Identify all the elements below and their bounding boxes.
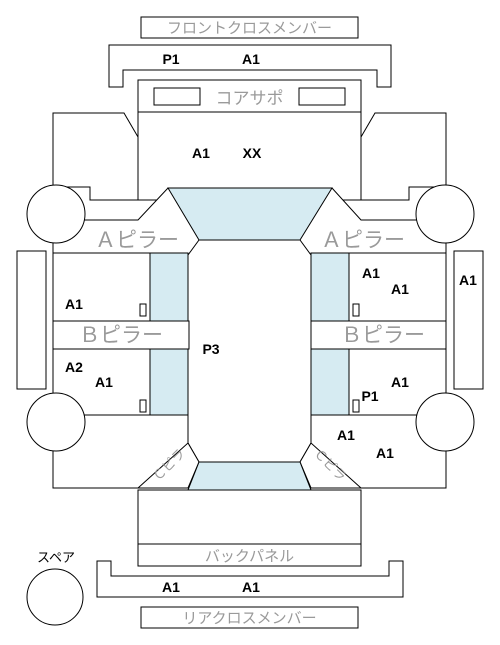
front-right-door-code-1: A1 xyxy=(362,265,380,281)
rear-member-left-code: A1 xyxy=(162,579,180,595)
roof-code: P3 xyxy=(202,341,219,357)
front-right-wheel[interactable] xyxy=(415,184,475,244)
front-right-window[interactable] xyxy=(310,252,350,322)
front-left-wheel[interactable] xyxy=(26,184,86,244)
rear-right-wheel[interactable] xyxy=(415,392,475,452)
front-cross-member-box xyxy=(140,16,359,39)
front-right-handle[interactable] xyxy=(352,303,360,317)
front-cross-member-label: フロントクロスメンバー xyxy=(167,20,332,37)
spare-tire[interactable] xyxy=(26,568,84,626)
trunk-lid[interactable] xyxy=(137,489,362,545)
rear-window-glass[interactable] xyxy=(187,461,312,491)
rear-cross-member-box xyxy=(140,606,359,629)
rear-right-handle[interactable] xyxy=(352,399,360,413)
b-pillar-left-label: Ｂピラー xyxy=(79,324,163,347)
back-panel-label: バックパネル xyxy=(205,548,294,565)
hood-right-code: XX xyxy=(243,145,262,161)
spare-label: スペア xyxy=(37,550,75,565)
c-pillar-left[interactable] xyxy=(136,442,200,489)
front-left-door-code: A1 xyxy=(65,296,83,312)
right-side-sill-code: A1 xyxy=(459,272,477,288)
rear-right-door-code-a: A1 xyxy=(391,374,409,390)
rear-left-wheel[interactable] xyxy=(26,392,86,452)
rear-left-handle[interactable] xyxy=(139,399,147,413)
a-pillar-right-label: Ａピラー xyxy=(321,229,405,252)
rear-cross-member-part[interactable] xyxy=(96,560,404,598)
quarter-right-code-2: A1 xyxy=(376,445,394,461)
front-cross-member-part[interactable] xyxy=(108,44,392,88)
rear-cross-member-label: リアクロスメンバー xyxy=(182,610,316,627)
front-left-handle[interactable] xyxy=(139,303,147,317)
headlight-left[interactable] xyxy=(153,87,201,106)
rear-member-right-code: A1 xyxy=(242,579,260,595)
front-right-door-code-2: A1 xyxy=(391,281,409,297)
rear-left-door-code-2: A1 xyxy=(95,374,113,390)
b-pillar-left[interactable] xyxy=(52,320,190,350)
headlight-right[interactable] xyxy=(298,87,346,106)
rear-right-window[interactable] xyxy=(310,348,350,416)
left-side-sill[interactable] xyxy=(16,250,47,390)
b-pillar-right[interactable] xyxy=(310,320,447,350)
back-panel[interactable] xyxy=(137,543,362,567)
front-left-door[interactable] xyxy=(52,252,151,322)
quarter-right-code-1: A1 xyxy=(337,427,355,443)
front-member-left-code: P1 xyxy=(162,51,179,67)
right-side-sill[interactable] xyxy=(453,250,484,390)
front-member-right-code: A1 xyxy=(242,51,260,67)
c-pillar-right[interactable] xyxy=(299,442,363,489)
b-pillar-right-label: Ｂピラー xyxy=(341,324,425,347)
front-left-window[interactable] xyxy=(149,252,189,322)
hood-left-code: A1 xyxy=(192,145,210,161)
rear-left-window[interactable] xyxy=(149,348,189,416)
a-pillar-left-label: Ａピラー xyxy=(95,229,179,252)
core-support-label: コアサポ xyxy=(216,89,284,108)
rear-left-door-code-1: A2 xyxy=(65,359,83,375)
rear-right-door-code-b: P1 xyxy=(361,388,378,404)
